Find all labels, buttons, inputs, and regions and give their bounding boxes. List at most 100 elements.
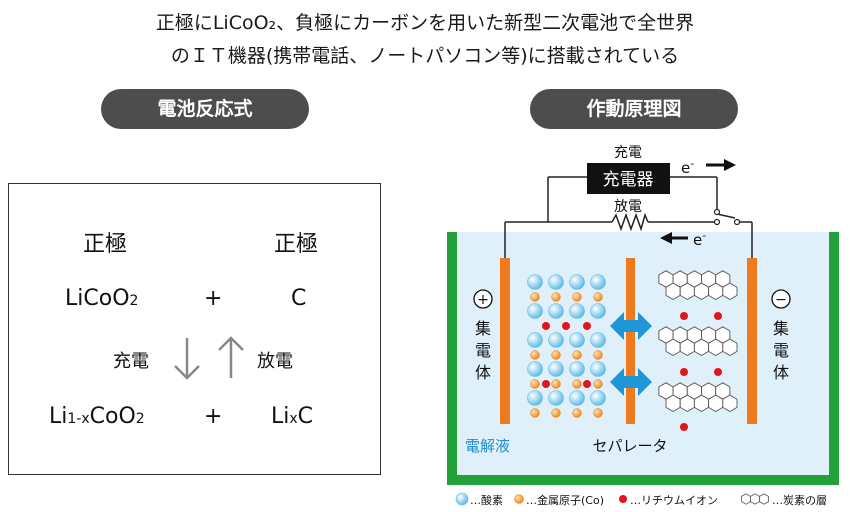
carbon-hexagon (665, 394, 681, 413)
oxygen-atom (527, 361, 543, 377)
lithium-ion (583, 322, 591, 330)
carbon-hexagon (759, 493, 769, 505)
lithium-ion (542, 322, 550, 330)
metal-atom (551, 350, 561, 360)
carbon-hexagon (722, 338, 738, 357)
legend-metal: …金属原子(Co) (526, 493, 604, 507)
oxygen-atom (548, 390, 564, 406)
carbon-hexagon (750, 493, 760, 505)
external-circuit (504, 176, 753, 258)
metal-atom (551, 292, 561, 302)
positive-collector (500, 258, 510, 424)
charge-discharge-arrows (174, 336, 244, 380)
oxygen-atom (590, 332, 606, 348)
negative-label: 正極 (274, 232, 319, 257)
metal-atom (593, 292, 603, 302)
metal-legend-icon (514, 494, 524, 504)
oxygen-atom (569, 390, 585, 406)
switch-contact-left (713, 218, 721, 226)
lithium-ion (562, 322, 570, 330)
positive-label: 正極 (83, 232, 128, 257)
carbon-hexagon (693, 338, 710, 357)
oxygen-atom (569, 361, 585, 377)
arrow-down-icon (174, 338, 200, 380)
principle-title: 作動原理図 (530, 89, 738, 129)
discharge-title: 放電 (614, 199, 642, 215)
separator-bar (626, 258, 635, 424)
oxygen-atom (548, 303, 564, 319)
legend-carbon: …炭素の層 (772, 494, 827, 507)
ion-arrow-bottom-icon (610, 368, 652, 396)
oxygen-atom (569, 303, 585, 319)
reaction-box: 正極 正極 LiCoO2 + C 充電 放電 Li1-xCoO2 + LixC (8, 183, 381, 475)
lithium-ion (680, 368, 688, 376)
metal-atom (530, 350, 540, 360)
oxygen-atom (548, 332, 564, 348)
metal-atom (572, 408, 582, 418)
oxygen-atom (527, 303, 543, 319)
pos-after-formula: Li1-xCoO2 (49, 404, 145, 429)
resistor-icon (611, 212, 649, 232)
lithium-ion (680, 312, 688, 320)
electrolyte-label: 電解液 (465, 437, 510, 455)
metal-atom (551, 379, 561, 389)
charge-title: 充電 (614, 145, 642, 161)
oxygen-atom (527, 332, 543, 348)
lithium-legend-icon (619, 495, 627, 503)
carbon-hexagon (708, 338, 724, 357)
headline-line-2: のＩＴ機器(携帯電話、ノートパソコン等)に搭載されている (170, 45, 680, 67)
carbon-hexagon (722, 282, 738, 301)
metal-atom (530, 379, 540, 389)
plus-sign-1: + (204, 286, 223, 311)
metal-atom (572, 350, 582, 360)
metal-atom (551, 408, 561, 418)
carbon-hexagon (665, 338, 681, 357)
lithium-ion (714, 368, 722, 376)
legend-lithium: …リチウムイオン (630, 494, 718, 507)
charge-label: 充電 (113, 351, 149, 372)
oxygen-atom (590, 361, 606, 377)
battery-container (447, 232, 839, 485)
pos-collector-char-1: 集 (475, 319, 491, 338)
plus-sign-2: + (204, 404, 223, 429)
minus-circle-icon (771, 289, 791, 309)
switch-contact-top (713, 208, 721, 216)
electron-label-discharge: e- (693, 229, 706, 249)
plus-circle-icon (473, 289, 493, 309)
oxygen-atom (590, 390, 606, 406)
lithium-ion (542, 380, 550, 388)
metal-atom (593, 350, 603, 360)
discharge-label: 放電 (257, 351, 293, 372)
lithium-ion (714, 312, 722, 320)
arrow-up-icon (218, 336, 244, 378)
lithium-ion (583, 380, 591, 388)
oxygen-legend-icon (455, 492, 469, 506)
oxygen-atom (548, 274, 564, 290)
carbon-hexagon (708, 282, 724, 301)
carbon-hexagon (665, 282, 681, 301)
carbon-legend-icon (741, 493, 769, 505)
charger-label: 充電器 (603, 170, 654, 190)
positive-sign: + (477, 292, 489, 308)
carbon-hexagon (722, 394, 738, 413)
metal-atom (530, 408, 540, 418)
negative-sign: − (775, 292, 787, 308)
headline-line-1: 正極にLiCoO₂、負極にカーボンを用いた新型二次電池で全世界 (155, 12, 695, 34)
neg-before-formula: C (291, 286, 307, 311)
oxygen-atom (527, 274, 543, 290)
electrolyte-area (447, 232, 839, 485)
licoo2-lattice (527, 274, 606, 418)
pos-collector-char-3: 体 (475, 363, 491, 382)
lithium-ion (680, 423, 688, 431)
carbon-hexagon (693, 394, 710, 413)
metal-atom (572, 379, 582, 389)
carbon-hexagon (679, 394, 695, 413)
neg-after-formula: LixC (271, 404, 314, 429)
oxygen-atom (548, 361, 564, 377)
metal-atom (530, 292, 540, 302)
ion-arrow-top-icon (610, 312, 652, 340)
electron-arrow-right-icon (706, 159, 736, 171)
metal-atom (572, 292, 582, 302)
metal-atom (593, 379, 603, 389)
